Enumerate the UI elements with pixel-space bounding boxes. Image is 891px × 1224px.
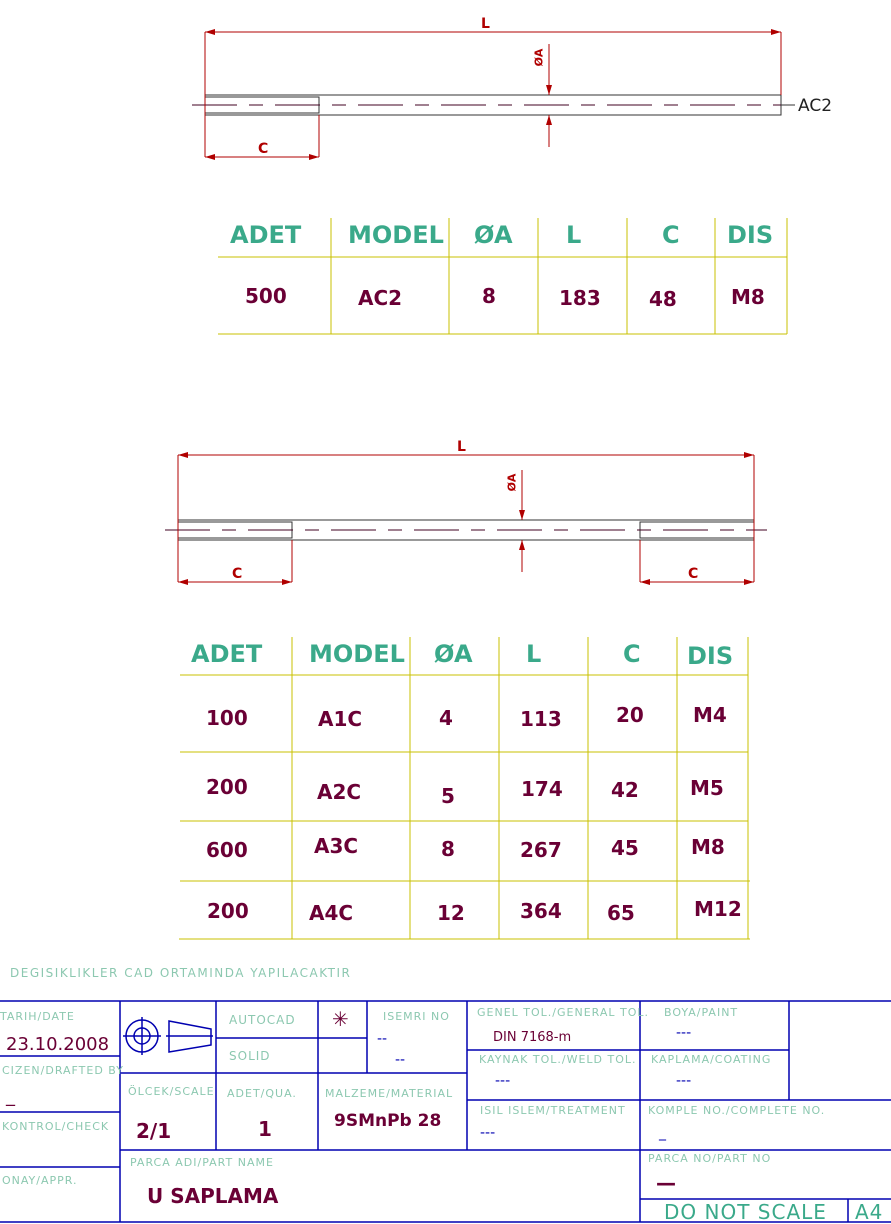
table2-cell: 4 <box>439 706 453 730</box>
date-label: TARIH/DATE <box>0 1010 75 1023</box>
table1-header: ADET <box>230 221 302 249</box>
projection-symbol-icon <box>123 1017 213 1055</box>
part-drawing-single-thread <box>192 29 795 160</box>
drafted-value: _ <box>6 1086 15 1107</box>
approval-label: ONAY/APPR. <box>2 1174 78 1187</box>
table1-cell: 500 <box>245 284 287 308</box>
table2-cell: A4C <box>309 901 354 925</box>
table2-cell: 100 <box>206 706 248 730</box>
table2-cell: 20 <box>616 703 644 727</box>
solid-label: SOLID <box>229 1049 271 1063</box>
table2-cell: 600 <box>206 838 248 862</box>
table1-header: ØA <box>474 221 513 249</box>
date-value: 23.10.2008 <box>6 1034 110 1055</box>
dim-label-thread-left: C <box>232 566 243 582</box>
table2-cell: A1C <box>318 707 363 731</box>
scale-label: ÖLCEK/SCALE <box>128 1085 215 1098</box>
treatment-label: ISIL ISLEM/TREATMENT <box>480 1104 626 1117</box>
table2-header: MODEL <box>309 640 405 668</box>
table1-cell: 48 <box>649 287 677 311</box>
table2-cell: A3C <box>314 834 359 858</box>
table2-cell: 200 <box>207 899 249 923</box>
table1-header: L <box>566 221 582 249</box>
table1-header: DIS <box>727 221 774 249</box>
table1-header: MODEL <box>348 221 444 249</box>
table2-cell: 8 <box>441 837 455 861</box>
title-block-grid <box>0 1000 891 1223</box>
treatment-value: --- <box>480 1125 496 1141</box>
dim-label-length: L <box>457 439 466 455</box>
table2-header: ØA <box>434 640 473 668</box>
work-order-value-1: -- <box>377 1031 388 1047</box>
table2-header: C <box>623 640 641 668</box>
work-order-label: ISEMRI NO <box>383 1010 450 1023</box>
general-tolerance-value: DIN 7168-m <box>493 1030 572 1045</box>
table2-cell: 45 <box>611 836 639 860</box>
table2-cell: 174 <box>521 777 563 801</box>
scale-value: 2/1 <box>136 1119 172 1143</box>
dim-label-diameter: ØA <box>532 48 546 67</box>
table2-header: ADET <box>191 640 263 668</box>
asterisk-icon: ✳ <box>332 1007 349 1031</box>
part-name-label: PARCA ADI/PART NAME <box>130 1156 274 1169</box>
quantity-value: 1 <box>258 1117 272 1141</box>
table2-header: L <box>526 640 542 668</box>
part-no-label: PARCA NO/PART NO <box>648 1152 772 1165</box>
table2-cell: A2C <box>317 780 362 804</box>
table1-cell: M8 <box>731 285 765 309</box>
do-not-scale-label: DO NOT SCALE <box>664 1200 827 1224</box>
table2-grid <box>179 637 750 940</box>
sheet-size: A4 <box>855 1200 884 1224</box>
table2-cell: 65 <box>607 901 635 925</box>
quantity-label: ADET/QUA. <box>227 1087 297 1100</box>
table2-cell: M12 <box>694 897 742 921</box>
table2-cell: 113 <box>520 707 562 731</box>
table2-cell: 12 <box>437 901 465 925</box>
paint-value: --- <box>676 1025 692 1041</box>
part-name-value: U SAPLAMA <box>147 1184 279 1208</box>
part-no-value: — <box>656 1171 676 1195</box>
dim-label-thread: C <box>258 141 269 157</box>
part-drawing-double-thread <box>165 452 767 585</box>
table2-cell: 364 <box>520 899 562 923</box>
complete-no-label: KOMPLE NO./COMPLETE NO. <box>648 1104 826 1117</box>
drafted-label: CIZEN/DRAFTED BY <box>2 1064 124 1077</box>
work-order-value-2: -- <box>395 1052 406 1068</box>
revision-note: DEGISIKLIKLER CAD ORTAMINDA YAPILACAKTIR <box>10 966 352 980</box>
model-callout: AC2 <box>798 96 833 116</box>
paint-label: BOYA/PAINT <box>664 1006 739 1019</box>
table1-cell: 183 <box>559 286 601 310</box>
dim-label-diameter: ØA <box>505 473 519 492</box>
complete-no-value: _ <box>659 1125 666 1141</box>
table1-header: C <box>662 221 680 249</box>
table1-cell: 8 <box>482 284 496 308</box>
table1-cell: AC2 <box>358 286 403 310</box>
material-value: 9SMnPb 28 <box>334 1111 442 1131</box>
dim-label-length: L <box>481 16 490 32</box>
table2-cell: 5 <box>441 784 455 808</box>
general-tolerance-label: GENEL TOL./GENERAL TOL. <box>477 1006 649 1019</box>
table2-header: DIS <box>687 642 734 670</box>
autocad-label: AUTOCAD <box>229 1013 296 1027</box>
table2-cell: 200 <box>206 775 248 799</box>
table2-cell: M8 <box>691 835 725 859</box>
weld-tolerance-label: KAYNAK TOL./WELD TOL. <box>479 1053 637 1066</box>
table2-cell: 42 <box>611 778 639 802</box>
table1-grid <box>218 218 788 335</box>
check-label: KONTROL/CHECK <box>2 1120 110 1133</box>
table2-cell: 267 <box>520 838 562 862</box>
material-label: MALZEME/MATERIAL <box>325 1087 454 1100</box>
coating-label: KAPLAMA/COATING <box>651 1053 772 1066</box>
weld-tolerance-value: --- <box>495 1073 511 1089</box>
table2-cell: M5 <box>690 776 724 800</box>
coating-value: --- <box>676 1073 692 1089</box>
table2-cell: M4 <box>693 703 727 727</box>
dim-label-thread-right: C <box>688 566 699 582</box>
